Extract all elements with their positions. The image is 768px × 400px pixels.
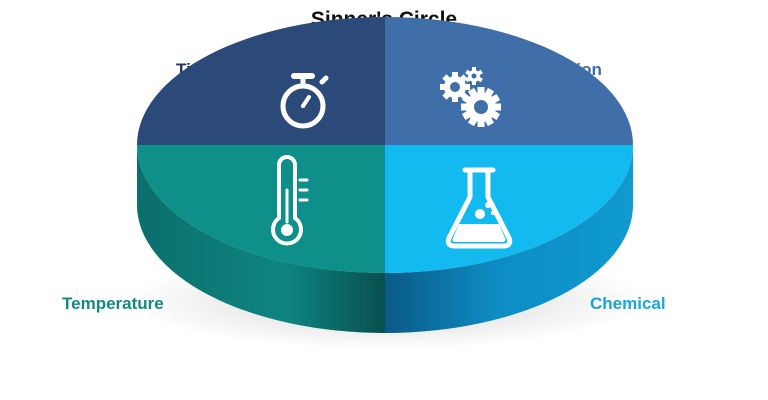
stopwatch-icon: [280, 73, 329, 129]
quadrant-action: [385, 17, 633, 145]
disc-side-right: [385, 145, 633, 333]
disc-side-left: [137, 145, 385, 333]
flask-icon: [445, 167, 513, 249]
thermometer-icon: [271, 155, 309, 246]
quadrant-temperature: [137, 145, 385, 273]
quadrant-time: [137, 17, 385, 145]
gears-icon: [440, 67, 501, 127]
